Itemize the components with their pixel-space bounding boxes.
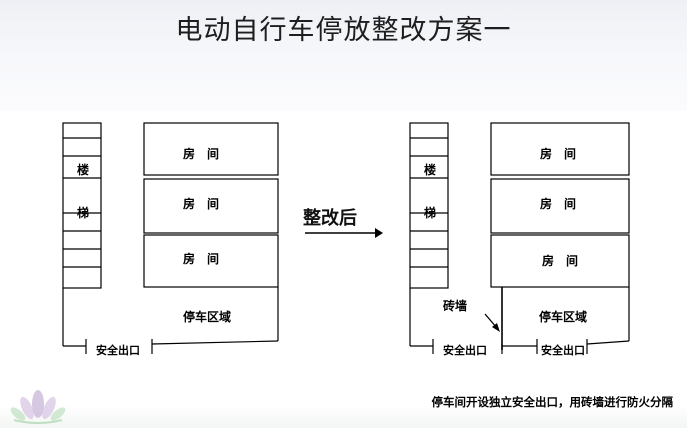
exit-label-1: 安全出口 xyxy=(443,343,487,357)
parking-label: 停车区域 xyxy=(539,309,587,324)
floor-plan-before: 楼 梯 房 间 房 间 房 间 停车区域 安全出口 xyxy=(62,122,279,357)
transition-label: 整改后 xyxy=(303,208,357,229)
exit-label: 安全出口 xyxy=(96,343,140,357)
brick-wall-label: 砖墙 xyxy=(443,298,467,313)
room-2 xyxy=(143,178,279,234)
room-1 xyxy=(490,122,630,176)
stair-label-1: 楼 xyxy=(77,162,89,177)
caption: 停车间开设独立安全出口，用砖墙进行防火分隔 xyxy=(431,395,674,409)
stair-label-2: 梯 xyxy=(424,205,436,220)
lotus-logo-icon xyxy=(10,390,66,424)
room-2-label: 房 间 xyxy=(540,196,576,211)
room-2-label: 房 间 xyxy=(183,196,219,211)
pointer-arrow-icon xyxy=(492,323,500,332)
floor-plan-after: 楼 梯 房 间 房 间 房 间 砖墙 停车区域 安全出口 安全出口 xyxy=(409,122,630,357)
room-3-label: 房 间 xyxy=(183,251,219,266)
stair-label-1: 楼 xyxy=(424,162,436,177)
stair-label-2: 梯 xyxy=(77,205,89,220)
exit-label-2: 安全出口 xyxy=(541,343,585,357)
room-1-label: 房 间 xyxy=(183,146,219,161)
arrow-right-icon xyxy=(305,228,383,238)
room-3-label: 房 间 xyxy=(542,253,578,268)
stairwell xyxy=(62,122,102,289)
stairwell xyxy=(409,122,449,289)
page-title: 电动自行车停放整改方案一 xyxy=(175,15,512,46)
room-3 xyxy=(490,234,630,288)
room-1-label: 房 间 xyxy=(540,146,576,161)
room-3 xyxy=(143,234,279,288)
room-2 xyxy=(490,178,630,234)
parking-label: 停车区域 xyxy=(183,309,231,324)
room-1 xyxy=(143,122,279,176)
